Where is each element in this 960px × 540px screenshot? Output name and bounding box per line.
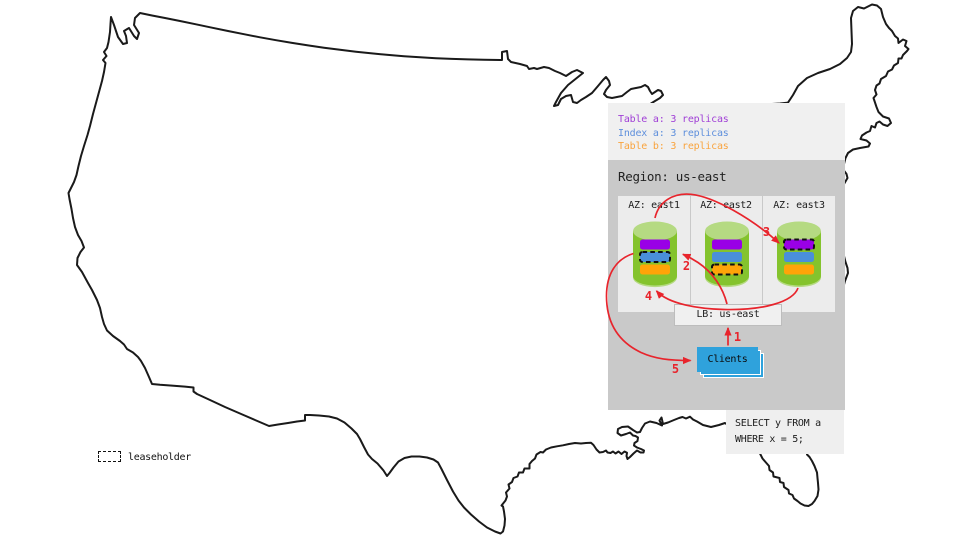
az-label-east1: AZ: east1 — [628, 200, 680, 211]
az-divider — [690, 196, 691, 312]
sql-line-2: WHERE x = 5; — [735, 434, 804, 445]
legend-table-b: Table b: 3 replicas — [618, 141, 729, 152]
step-label-4: 4 — [644, 289, 653, 303]
step-label-5: 5 — [671, 362, 680, 376]
legend-index-a: Index a: 3 replicas — [618, 127, 729, 139]
leaseholder-swatch-icon — [98, 451, 121, 462]
clients-box: Clients — [697, 347, 758, 372]
replica-legend: Table a: 3 replicas Index a: 3 replicas … — [608, 103, 845, 160]
legend-table-a: Table a: 3 replicas — [618, 114, 729, 125]
az-label-east3: AZ: east3 — [773, 200, 825, 211]
sql-line-1: SELECT y FROM a — [735, 418, 821, 429]
leaseholder-label: leaseholder — [128, 452, 191, 463]
step-label-2: 2 — [682, 259, 691, 273]
sql-query-box: SELECT y FROM a WHERE x = 5; — [726, 410, 844, 454]
load-balancer: LB: us-east — [674, 304, 782, 326]
step-label-3: 3 — [762, 225, 771, 239]
region-title: Region: us-east — [618, 169, 727, 184]
az-label-east2: AZ: east2 — [700, 200, 752, 211]
az-divider — [762, 196, 763, 312]
step-label-1: 1 — [733, 329, 742, 344]
